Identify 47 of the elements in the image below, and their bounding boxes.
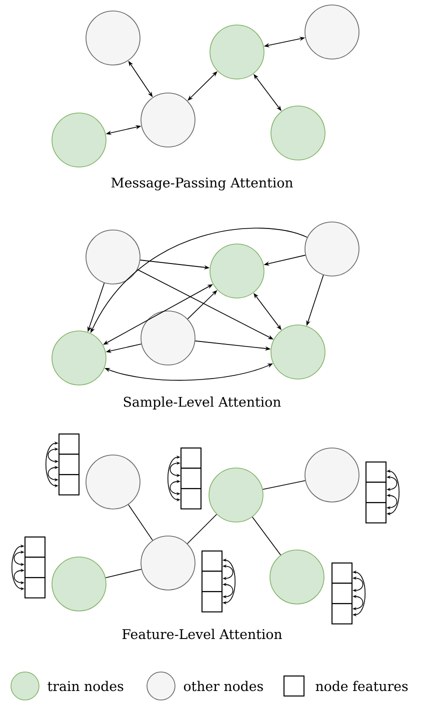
feature-cell — [202, 570, 222, 592]
legend-label: other nodes — [184, 680, 263, 692]
panel-caption: Message-Passing Attention — [111, 178, 293, 190]
feature-cell — [24, 536, 46, 558]
node-circle — [52, 112, 106, 168]
connector-line — [186, 514, 218, 544]
node-circle — [210, 244, 264, 298]
feature-cell — [180, 488, 202, 510]
node-circle — [208, 468, 264, 522]
feature-cell — [366, 482, 386, 504]
feature-cell — [366, 462, 386, 483]
node-circle — [140, 310, 196, 366]
node-circle — [52, 556, 106, 612]
node-circle — [52, 330, 106, 386]
feature-cell — [180, 468, 202, 490]
connector-line — [262, 480, 306, 490]
node-circle — [140, 92, 196, 148]
feature-cell — [332, 582, 352, 604]
feature-cell — [24, 556, 46, 578]
feature-cell — [24, 577, 46, 598]
feature-cell — [58, 454, 80, 476]
legend-label: node features — [316, 680, 408, 692]
node-circle — [304, 448, 360, 502]
feature-cell — [180, 448, 202, 469]
node-circle — [86, 230, 140, 284]
feature-cell — [332, 562, 352, 584]
legend-label: train nodes — [48, 680, 124, 692]
panel-caption: Sample-Level Attention — [124, 396, 281, 410]
node-circle — [304, 4, 360, 60]
node-circle — [210, 24, 264, 80]
node-circle — [140, 536, 196, 590]
node-circle — [86, 10, 140, 66]
feature-cell — [332, 603, 352, 624]
node-circle — [304, 222, 360, 276]
node-circle — [270, 550, 324, 604]
node-circle — [86, 454, 140, 510]
feature-cell — [58, 474, 80, 496]
node-circle — [270, 324, 326, 380]
connector-line — [252, 516, 282, 556]
feature-cell — [202, 591, 222, 612]
node-circle — [270, 106, 326, 160]
feature-cell — [202, 550, 222, 572]
connector-line — [128, 504, 154, 541]
panel-caption: Feature-Level Attention — [122, 628, 282, 640]
feature-cell — [366, 502, 386, 524]
connector-line — [105, 568, 142, 578]
feature-cell — [58, 434, 80, 455]
